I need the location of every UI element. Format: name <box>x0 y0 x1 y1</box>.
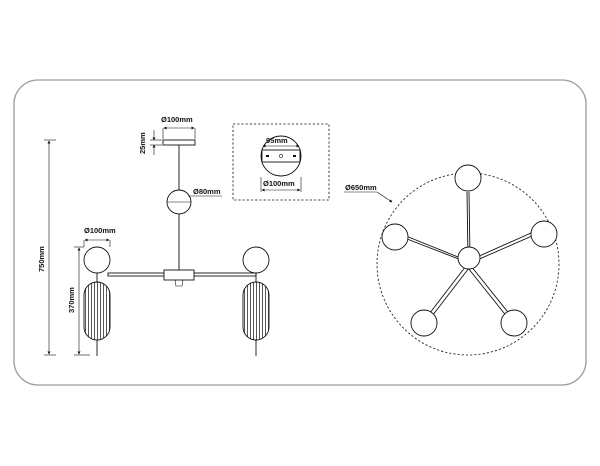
dim-joint-ball: Ø80mm <box>188 187 222 197</box>
joint-ball <box>166 189 192 215</box>
hub <box>163 269 195 281</box>
lamp-left <box>83 246 111 356</box>
label-canopy-height: 25mm <box>138 132 147 154</box>
top-hub <box>457 246 481 270</box>
dim-detail-outer: Ø100mm <box>260 177 302 192</box>
dim-canopy-height: 25mm <box>138 130 162 155</box>
label-detail-inner: 95mm <box>266 136 288 145</box>
label-detail-outer: Ø100mm <box>263 179 295 188</box>
label-canopy-diameter: Ø100mm <box>161 115 193 124</box>
dim-spread-diameter: Ø650mm <box>344 183 393 203</box>
dim-lamp-height: 370mm <box>67 246 90 356</box>
top-globe-2 <box>381 223 409 251</box>
lamp-right <box>242 246 270 356</box>
label-total-height: 750mm <box>37 246 46 272</box>
top-globe-5 <box>500 309 528 337</box>
spread-circle <box>376 172 560 356</box>
dim-detail-inner: 95mm <box>262 136 300 148</box>
dim-globe-diameter: Ø100mm <box>83 226 116 247</box>
top-globe-4 <box>410 309 438 337</box>
top-view: Ø650mm <box>344 164 560 356</box>
dim-canopy-diameter: Ø100mm <box>161 115 196 139</box>
label-joint-ball: Ø80mm <box>193 187 221 196</box>
detail-frame <box>232 123 330 201</box>
label-spread-diameter: Ø650mm <box>345 183 377 192</box>
canopy <box>162 139 196 146</box>
label-lamp-height: 370mm <box>67 287 76 313</box>
label-globe-diameter: Ø100mm <box>84 226 116 235</box>
dim-total-height: 750mm <box>37 139 56 356</box>
side-view: Ø100mm 25mm Ø80mm Ø100mm 750mm <box>37 115 270 356</box>
outer-frame <box>13 79 587 386</box>
top-globe-1 <box>454 164 482 192</box>
detail-view: 95mm Ø100mm <box>232 123 330 201</box>
top-globe-3 <box>530 220 558 248</box>
